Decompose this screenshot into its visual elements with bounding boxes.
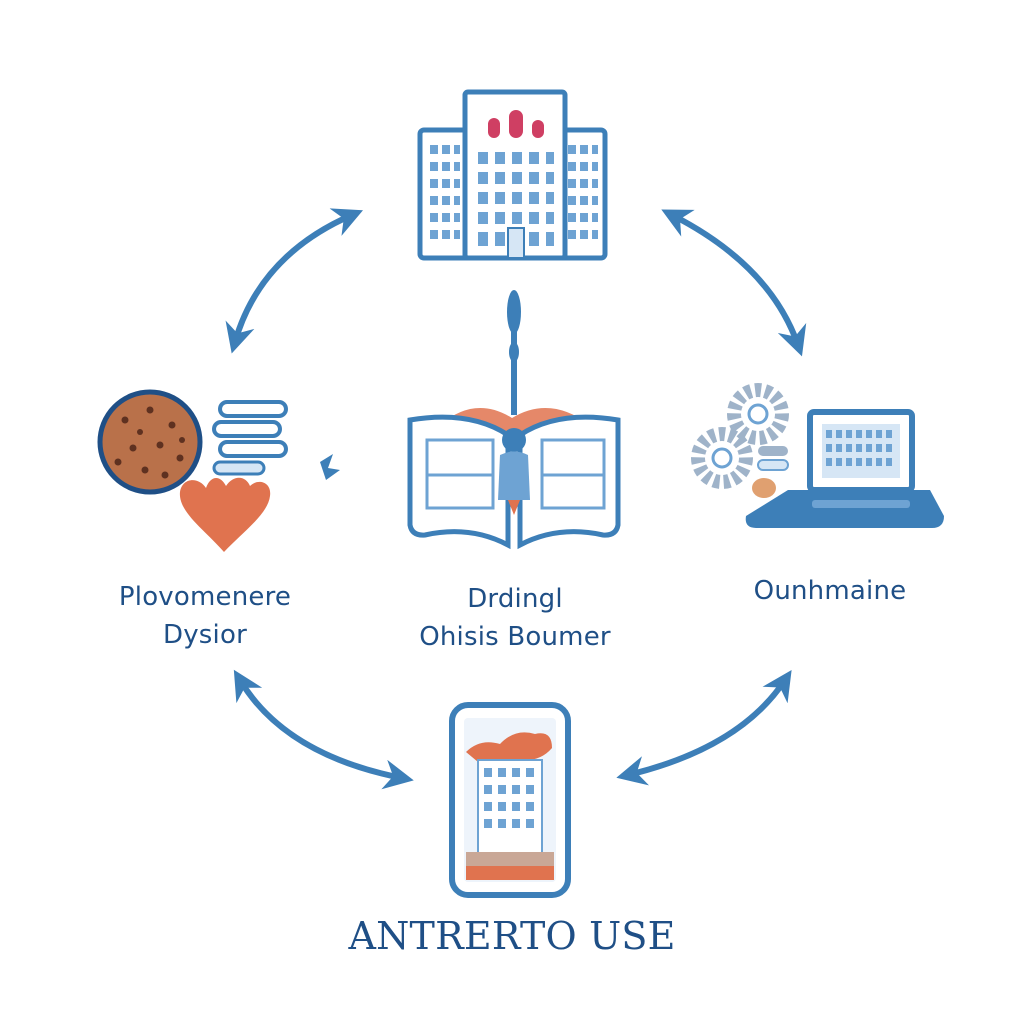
cycle-arrows [225, 208, 807, 790]
node-label-left-line1: Plovomenere [118, 582, 292, 612]
laptop-gears-icon [691, 383, 944, 528]
node-label-right: Ounhmaine [690, 572, 970, 610]
node-label-bottom-line1: ANTRERTO USE [348, 914, 676, 958]
arrow-top-right [661, 209, 807, 357]
arrow-top-left [225, 208, 364, 354]
phone-building-icon [449, 702, 571, 898]
node-label-left-line2: Dysior [163, 620, 247, 650]
node-label-center: Drdingl Ohisis Boumer [370, 580, 660, 656]
node-label-bottom: ANTRERTO USE [262, 910, 762, 962]
node-label-right-line1: Ounhmaine [753, 576, 907, 606]
cookie-heart-stack-icon [97, 389, 340, 552]
arrow-bottom-right [616, 669, 792, 786]
node-label-center-line2: Ohisis Boumer [419, 622, 611, 652]
node-label-center-line1: Drdingl [467, 584, 563, 614]
node-label-left: Plovomenere Dysior [60, 578, 350, 654]
open-book-person-icon [407, 290, 621, 550]
building-icon [417, 89, 608, 261]
arrow-bottom-left [233, 669, 414, 790]
